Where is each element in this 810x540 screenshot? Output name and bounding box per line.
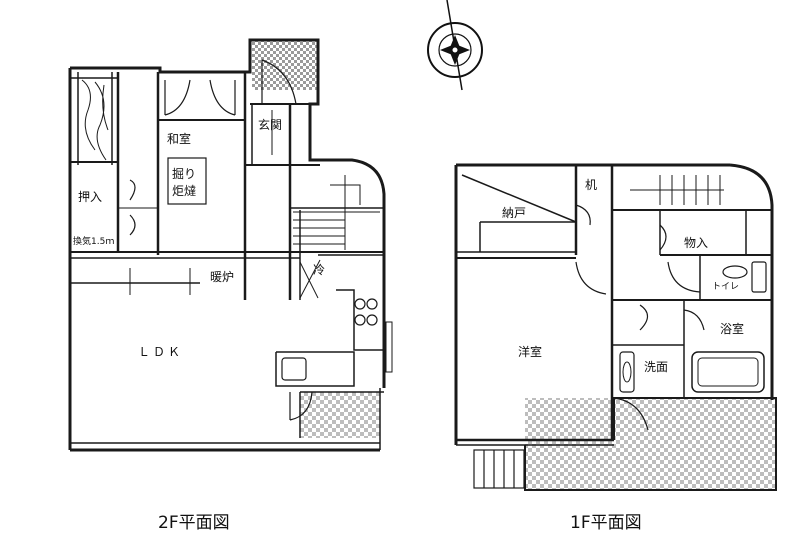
room-label-ldk: ＬＤＫ	[138, 345, 184, 359]
caption-1f: 1F平面図	[570, 513, 642, 533]
plan-2f	[68, 38, 393, 452]
room-label-rei: 冷	[313, 263, 326, 277]
room-label-genkan: 玄関	[258, 118, 283, 132]
room-label-oshiire: 押入	[78, 190, 103, 204]
room-label-yokushitsu: 浴室	[720, 322, 745, 336]
room-label-kanki: 換気1.5ｍ	[73, 237, 115, 247]
room-label-nando: 納戸	[502, 206, 527, 220]
porch-2f	[252, 40, 318, 90]
room-label-toilet: トイレ	[712, 282, 740, 292]
room-label-monoire: 物入	[684, 236, 709, 250]
compass-icon	[427, 0, 483, 91]
room-label-yoshitsu: 洋室	[518, 345, 543, 359]
room-label-danro: 暖炉	[210, 270, 235, 284]
room-label-ki: 机	[585, 178, 598, 192]
terrace-1f	[525, 398, 775, 490]
room-label-senmen: 洗面	[644, 360, 669, 374]
room-label-horikotatsu: 掘り炬燵	[172, 167, 197, 198]
room-label-washitsu: 和室	[167, 132, 192, 146]
plan-1f	[454, 163, 777, 491]
caption-2f: 2F平面図	[158, 513, 230, 533]
balcony-2f	[300, 392, 380, 438]
